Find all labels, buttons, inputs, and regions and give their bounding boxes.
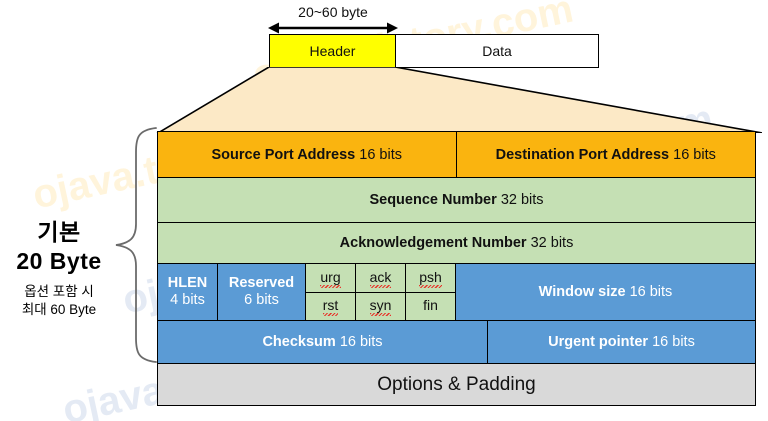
annotation-line-1: 기본 bbox=[37, 219, 81, 245]
field-label: Options & Padding bbox=[377, 373, 536, 395]
flag-rst: rst bbox=[306, 292, 356, 320]
field-label: Urgent pointer bbox=[548, 334, 649, 350]
field-hlen: HLEN 4 bits bbox=[158, 264, 218, 320]
table-row-acknowledgement: Acknowledgement Number 32 bits bbox=[158, 223, 755, 264]
packet-header-segment: Header bbox=[270, 35, 396, 67]
field-size: 16 bits bbox=[339, 334, 383, 350]
packet-data-segment: Data bbox=[396, 35, 598, 67]
field-label: HLEN bbox=[167, 274, 208, 291]
field-label: Reserved bbox=[228, 274, 295, 291]
flag-urg: urg bbox=[306, 264, 356, 292]
field-size: 16 bits bbox=[629, 284, 673, 300]
field-sequence-number: Sequence Number 32 bits bbox=[158, 178, 755, 222]
table-row-sequence: Sequence Number 32 bits bbox=[158, 178, 755, 223]
field-size: 16 bits bbox=[359, 146, 402, 163]
table-row-options: Options & Padding bbox=[158, 364, 755, 405]
field-acknowledgement-number: Acknowledgement Number 32 bits bbox=[158, 223, 755, 263]
field-size: 4 bits bbox=[170, 292, 205, 308]
table-row-flags: HLEN 4 bits Reserved 6 bits urg ack psh … bbox=[158, 264, 755, 321]
double-arrow-horizontal-icon bbox=[268, 20, 398, 36]
funnel-connector bbox=[150, 66, 763, 134]
field-source-port: Source Port Address 16 bits bbox=[158, 132, 457, 177]
field-reserved: Reserved 6 bits bbox=[218, 264, 306, 320]
left-annotation: 기본 20 Byte 옵션 포함 시 최대 60 Byte bbox=[0, 218, 118, 319]
field-size: 16 bits bbox=[652, 334, 695, 350]
field-options-padding: Options & Padding bbox=[158, 364, 755, 405]
field-checksum: Checksum 16 bits bbox=[158, 321, 488, 363]
field-label: Destination Port Address bbox=[495, 146, 670, 163]
field-size: 16 bits bbox=[673, 146, 716, 163]
packet-bar: Header Data bbox=[269, 34, 599, 68]
field-urgent-pointer: Urgent pointer 16 bits bbox=[488, 321, 755, 363]
flag-ack: ack bbox=[356, 264, 406, 292]
field-label: Sequence Number bbox=[369, 192, 497, 208]
annotation-line-2: 20 Byte bbox=[16, 247, 102, 274]
flags-row-bottom: rst syn fin bbox=[306, 292, 455, 320]
table-row-ports: Source Port Address 16 bits Destination … bbox=[158, 132, 755, 178]
flag-fin: fin bbox=[406, 292, 455, 320]
field-size: 6 bits bbox=[244, 292, 279, 308]
table-row-checksum: Checksum 16 bits Urgent pointer 16 bits bbox=[158, 321, 755, 364]
field-size: 32 bits bbox=[530, 235, 574, 251]
dimension-label: 20~60 byte bbox=[298, 4, 368, 20]
flag-syn: syn bbox=[356, 292, 406, 320]
field-label: Checksum bbox=[262, 334, 336, 350]
field-label: Source Port Address bbox=[211, 146, 356, 163]
field-size: 32 bits bbox=[500, 192, 544, 208]
field-window-size: Window size 16 bits bbox=[456, 264, 755, 320]
annotation-line-4: 최대 60 Byte bbox=[21, 302, 97, 318]
flags-row-top: urg ack psh bbox=[306, 264, 455, 293]
curly-brace-icon bbox=[112, 126, 158, 364]
tcp-header-table: Source Port Address 16 bits Destination … bbox=[157, 131, 756, 406]
field-control-flags: urg ack psh rst syn fin bbox=[306, 264, 456, 320]
field-destination-port: Destination Port Address 16 bits bbox=[456, 132, 755, 177]
field-label: Window size bbox=[538, 284, 626, 300]
flag-psh: psh bbox=[406, 264, 455, 292]
field-label: Acknowledgement Number bbox=[339, 235, 527, 251]
annotation-line-3: 옵션 포함 시 bbox=[24, 284, 94, 300]
